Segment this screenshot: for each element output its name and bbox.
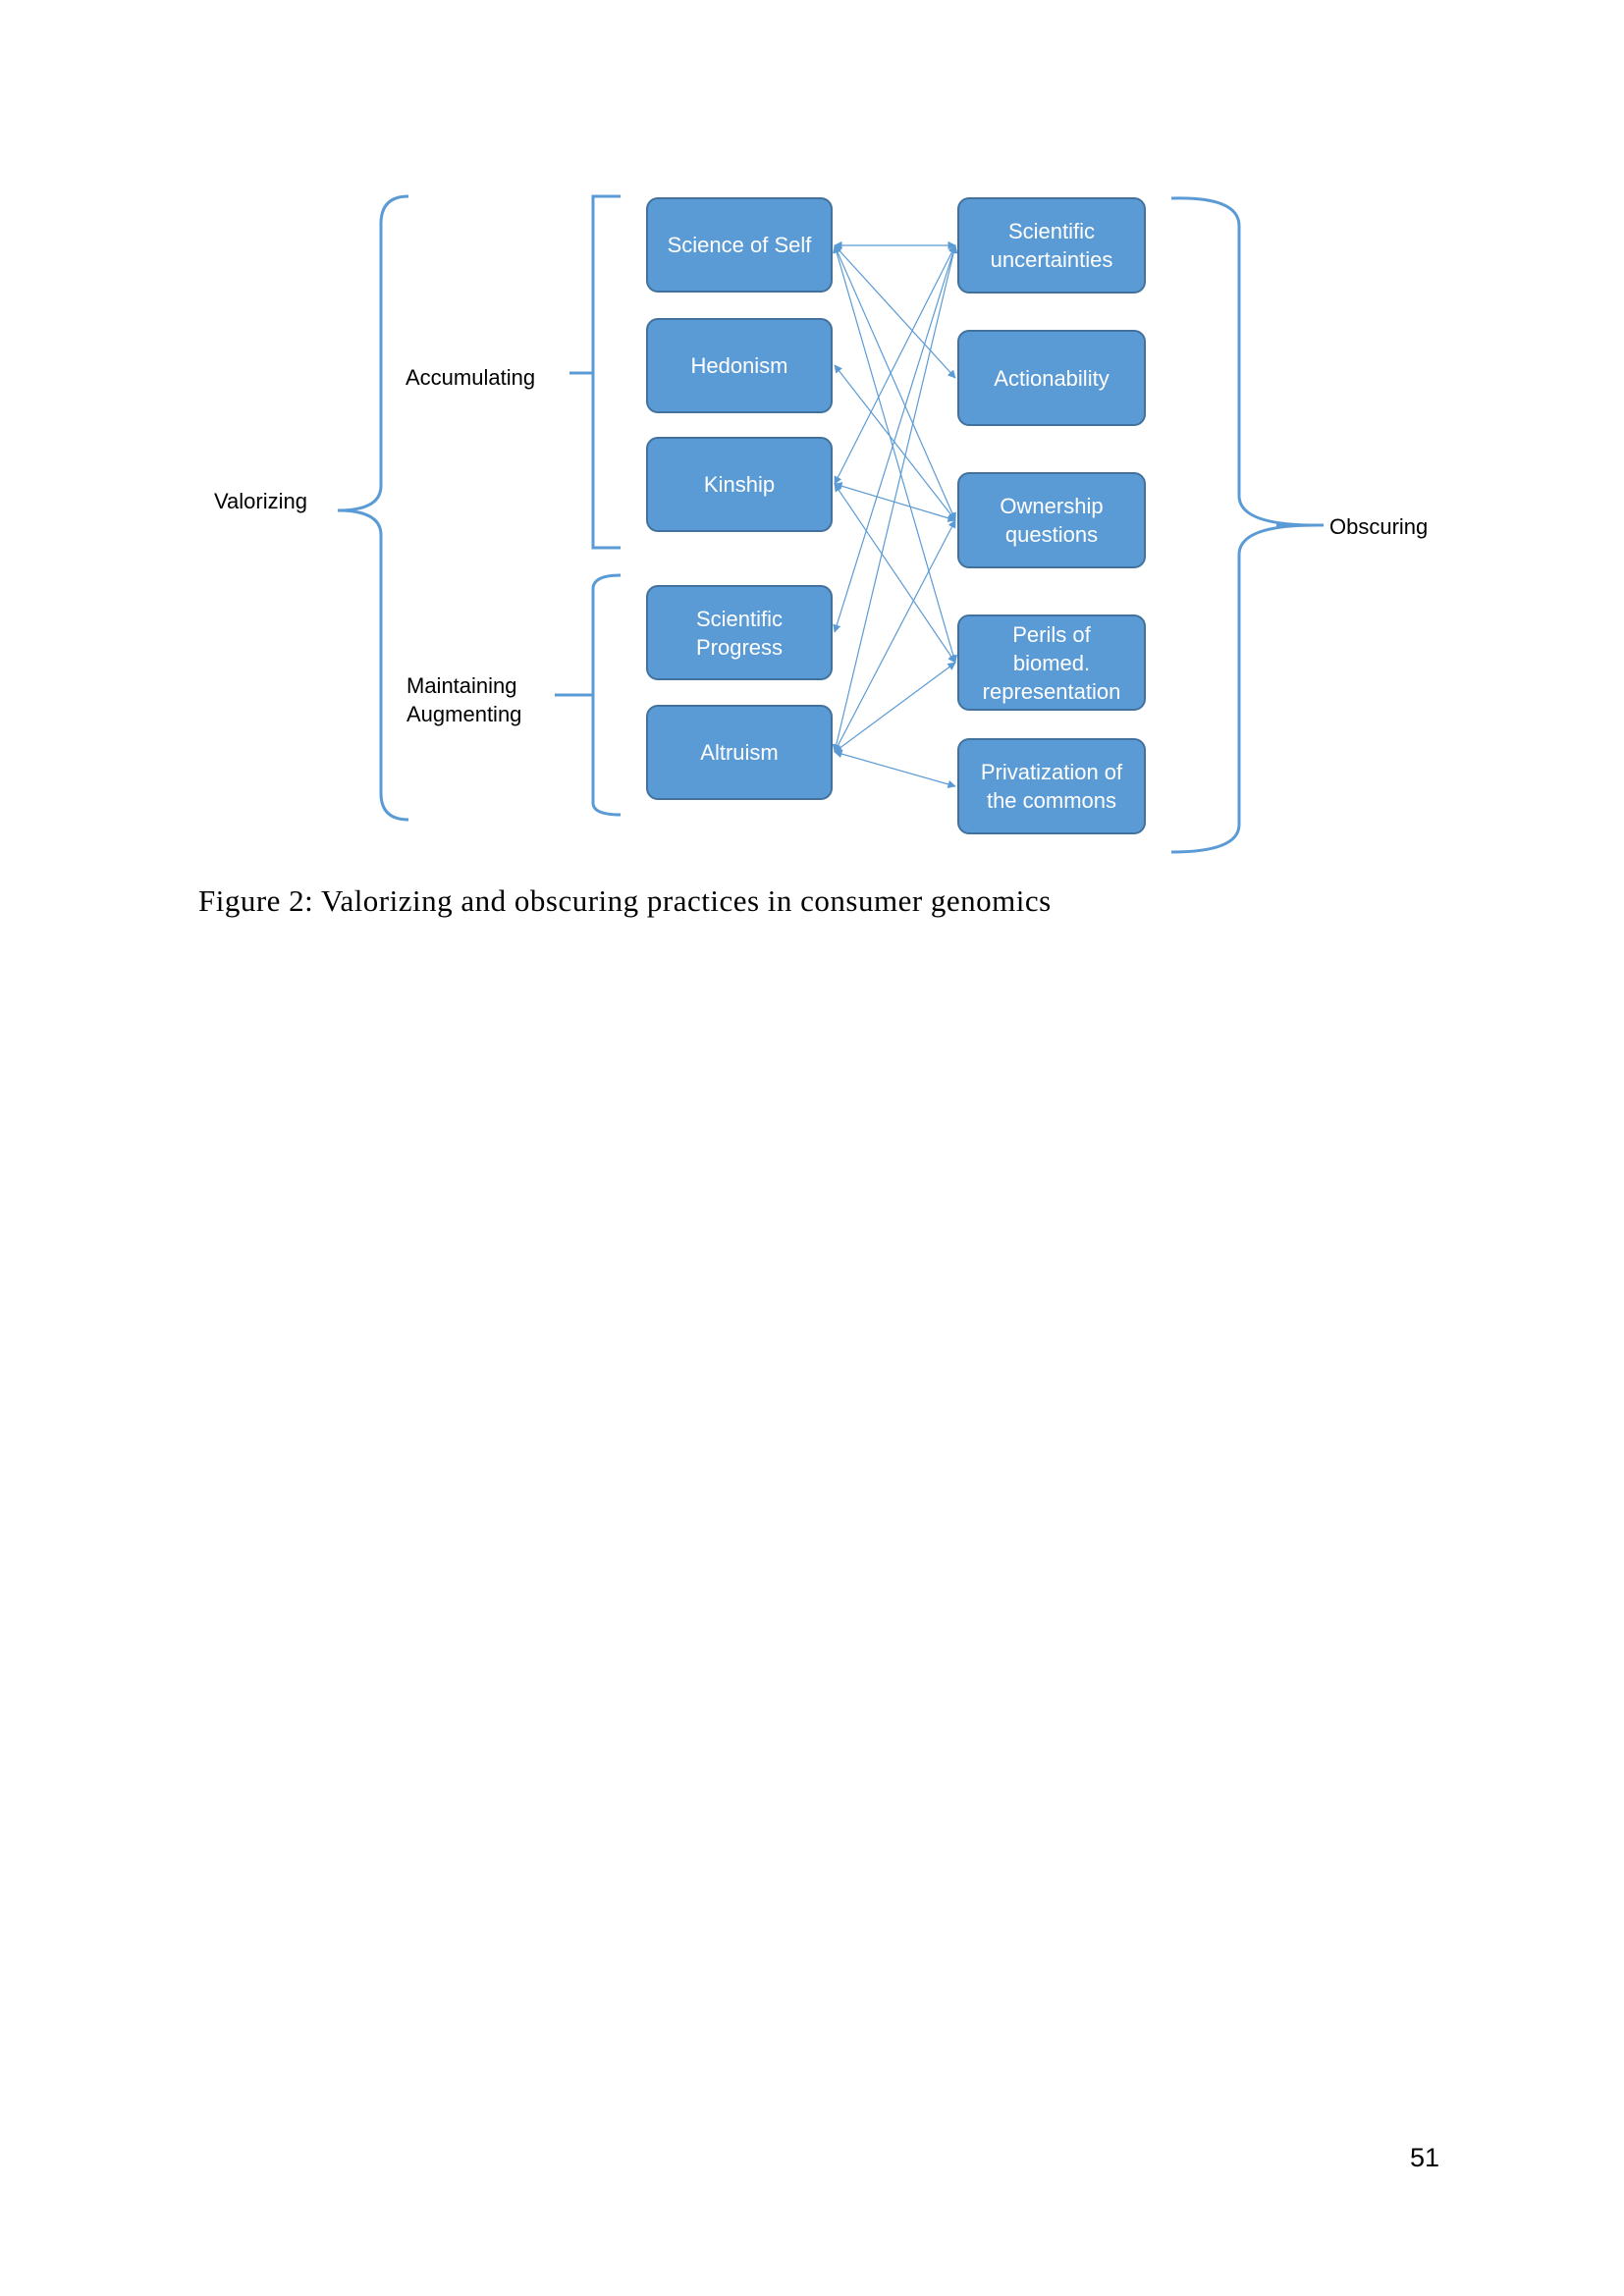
box-privatization-of-the-commons: Privatization of the commons xyxy=(957,738,1146,834)
label-obscuring: Obscuring xyxy=(1329,514,1429,539)
connector-line xyxy=(833,244,957,664)
diagram-connectors xyxy=(337,194,1324,854)
maintaining-bracket xyxy=(555,573,622,817)
figure-caption: Figure 2: Valorizing and obscuring pract… xyxy=(198,883,1052,918)
accumulating-bracket xyxy=(569,194,621,550)
label-valorizing: Valorizing xyxy=(214,489,307,513)
connector-line xyxy=(834,244,956,485)
connector-line xyxy=(834,750,956,788)
box-scientific-progress: Scientific Progress xyxy=(646,585,833,680)
connector-line xyxy=(834,482,956,522)
box-hedonism: Hedonism xyxy=(646,318,833,413)
box-ownership-questions: Ownership questions xyxy=(957,472,1146,568)
label-maintaining-augmenting: Maintaining Augmenting xyxy=(406,673,522,726)
box-perils-of-biomed-representation: Perils of biomed. representation xyxy=(957,614,1146,711)
diagram: Science of Self Hedonism Kinship Scienti… xyxy=(0,0,1624,883)
page-number: 51 xyxy=(1410,2143,1440,2172)
connector-lines xyxy=(832,240,958,788)
box-science-of-self: Science of Self xyxy=(646,197,833,293)
connector-line xyxy=(834,662,956,753)
connector-line xyxy=(834,244,956,379)
connector-line xyxy=(834,244,956,521)
box-kinship: Kinship xyxy=(646,437,833,532)
box-actionability: Actionability xyxy=(957,330,1146,426)
valorizing-brace xyxy=(337,194,409,822)
obscuring-brace xyxy=(1170,196,1324,854)
box-scientific-uncertainties: Scientific uncertainties xyxy=(957,197,1146,294)
box-altruism: Altruism xyxy=(646,705,833,800)
label-accumulating: Accumulating xyxy=(406,365,536,390)
